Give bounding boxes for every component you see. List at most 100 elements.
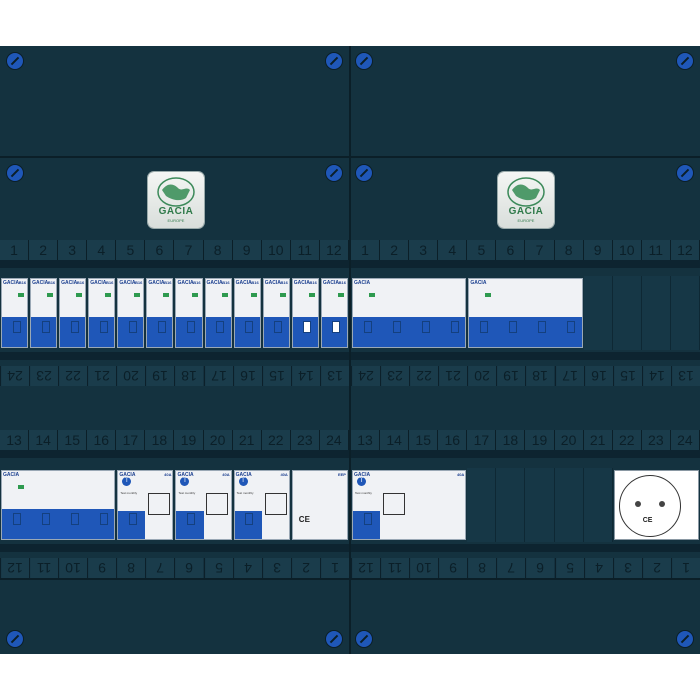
status-indicator <box>18 293 24 297</box>
breaker-toggle[interactable] <box>332 321 341 333</box>
status-indicator <box>221 293 228 297</box>
test-instruction: Test monthly <box>120 491 138 495</box>
slot-number: 22 <box>612 430 642 450</box>
breaker-toggle[interactable] <box>450 321 459 333</box>
socket-pin <box>634 501 641 507</box>
spd-brand: EEP <box>337 472 346 477</box>
screw-icon <box>6 630 24 648</box>
breaker-toggle[interactable] <box>41 321 50 333</box>
slot-number: 21 <box>438 366 468 386</box>
brand-sub: EUROPE <box>167 218 185 223</box>
slot-number: 13 <box>670 366 700 386</box>
test-button[interactable]: T <box>180 477 190 486</box>
rcd-toggle[interactable] <box>128 513 137 525</box>
status-indicator <box>105 293 112 297</box>
breaker-toggle[interactable] <box>567 321 576 333</box>
breaker-toggle[interactable] <box>99 321 108 333</box>
blank-cover <box>641 276 671 350</box>
brand-name: GACIA <box>158 206 194 217</box>
slot-number: 21 <box>87 366 117 386</box>
breaker-toggle[interactable] <box>538 321 546 333</box>
breaker-toggle[interactable] <box>41 513 50 525</box>
rcd-toggle[interactable] <box>363 513 372 525</box>
breaker-rating: B16 <box>193 280 201 285</box>
breaker-toggle[interactable] <box>245 321 254 333</box>
slot-number: 1 <box>0 240 30 260</box>
slot-number: 12 <box>0 558 30 578</box>
slot-number: 15 <box>261 366 291 386</box>
slot-number: 11 <box>380 558 410 578</box>
slot-number: 23 <box>290 430 320 450</box>
rcd-brand: GACIA <box>235 472 252 478</box>
breaker-toggle[interactable] <box>12 321 21 333</box>
breaker-toggle[interactable] <box>70 321 79 333</box>
left-panel: GACIA EUROPE 1 2 3 4 5 6 7 8 9 10 11 12 … <box>0 46 349 654</box>
test-button[interactable]: T <box>357 477 366 486</box>
slot-number: 12 <box>351 558 381 578</box>
slot-number: 6 <box>145 240 175 260</box>
slot-number: 6 <box>525 558 555 578</box>
slot-number: 23 <box>641 430 671 450</box>
breaker-brand: GACIA <box>354 280 371 286</box>
blank-cover <box>525 468 555 542</box>
slot-number: 8 <box>203 240 233 260</box>
slot-number: 7 <box>174 240 204 260</box>
breaker-rating: B16 <box>135 280 143 285</box>
slot-number: 4 <box>583 558 613 578</box>
breaker-toggle[interactable] <box>303 321 312 333</box>
slot-number: 5 <box>116 240 146 260</box>
test-button[interactable]: T <box>238 477 248 486</box>
slot-number: 16 <box>583 366 613 386</box>
breaker-toggle[interactable] <box>157 321 166 333</box>
status-indicator <box>163 293 170 297</box>
slot-number: 3 <box>58 240 88 260</box>
test-button[interactable]: T <box>122 477 132 486</box>
divider <box>0 156 349 158</box>
slot-number: 22 <box>261 430 291 450</box>
slot-number: 17 <box>554 366 584 386</box>
breaker-toggle[interactable] <box>363 321 372 333</box>
breaker-rating: B16 <box>280 280 288 285</box>
status-indicator <box>18 485 24 489</box>
slot-number: 10 <box>58 558 88 578</box>
slot-number: 8 <box>116 558 146 578</box>
breaker-rating: B16 <box>47 280 56 285</box>
breaker-toggle[interactable] <box>187 321 195 333</box>
brand-name: GACIA <box>508 206 544 217</box>
breaker-toggle[interactable] <box>392 321 401 333</box>
slot-number: 6 <box>174 558 204 578</box>
power-socket[interactable]: CE <box>613 470 699 540</box>
breaker-toggle[interactable] <box>508 321 517 333</box>
breaker-brand: GACIA <box>148 280 165 286</box>
blank-cover <box>612 276 642 350</box>
rcd-brand: GACIA <box>177 472 194 478</box>
breaker-toggle[interactable] <box>70 513 79 525</box>
breaker-toggle[interactable] <box>479 321 488 333</box>
globe-icon <box>507 177 545 207</box>
status-indicator <box>250 293 257 297</box>
slot-number: 11 <box>29 558 59 578</box>
breaker-toggle[interactable] <box>216 321 225 333</box>
rcd-toggle[interactable] <box>245 513 254 525</box>
breaker-toggle[interactable] <box>274 321 283 333</box>
breaker-toggle[interactable] <box>99 513 108 525</box>
status-indicator <box>279 293 286 297</box>
slot-number: 21 <box>583 430 613 450</box>
slot-number: 16 <box>438 430 468 450</box>
slot-number: 16 <box>87 430 117 450</box>
breaker-toggle[interactable] <box>12 513 21 525</box>
breaker-toggle[interactable] <box>421 321 430 333</box>
slot-number: 15 <box>58 430 88 450</box>
breaker-body <box>353 317 466 347</box>
rcd-toggle[interactable] <box>187 513 195 525</box>
slot-number: 9 <box>583 240 613 260</box>
breaker-toggle[interactable] <box>128 321 137 333</box>
